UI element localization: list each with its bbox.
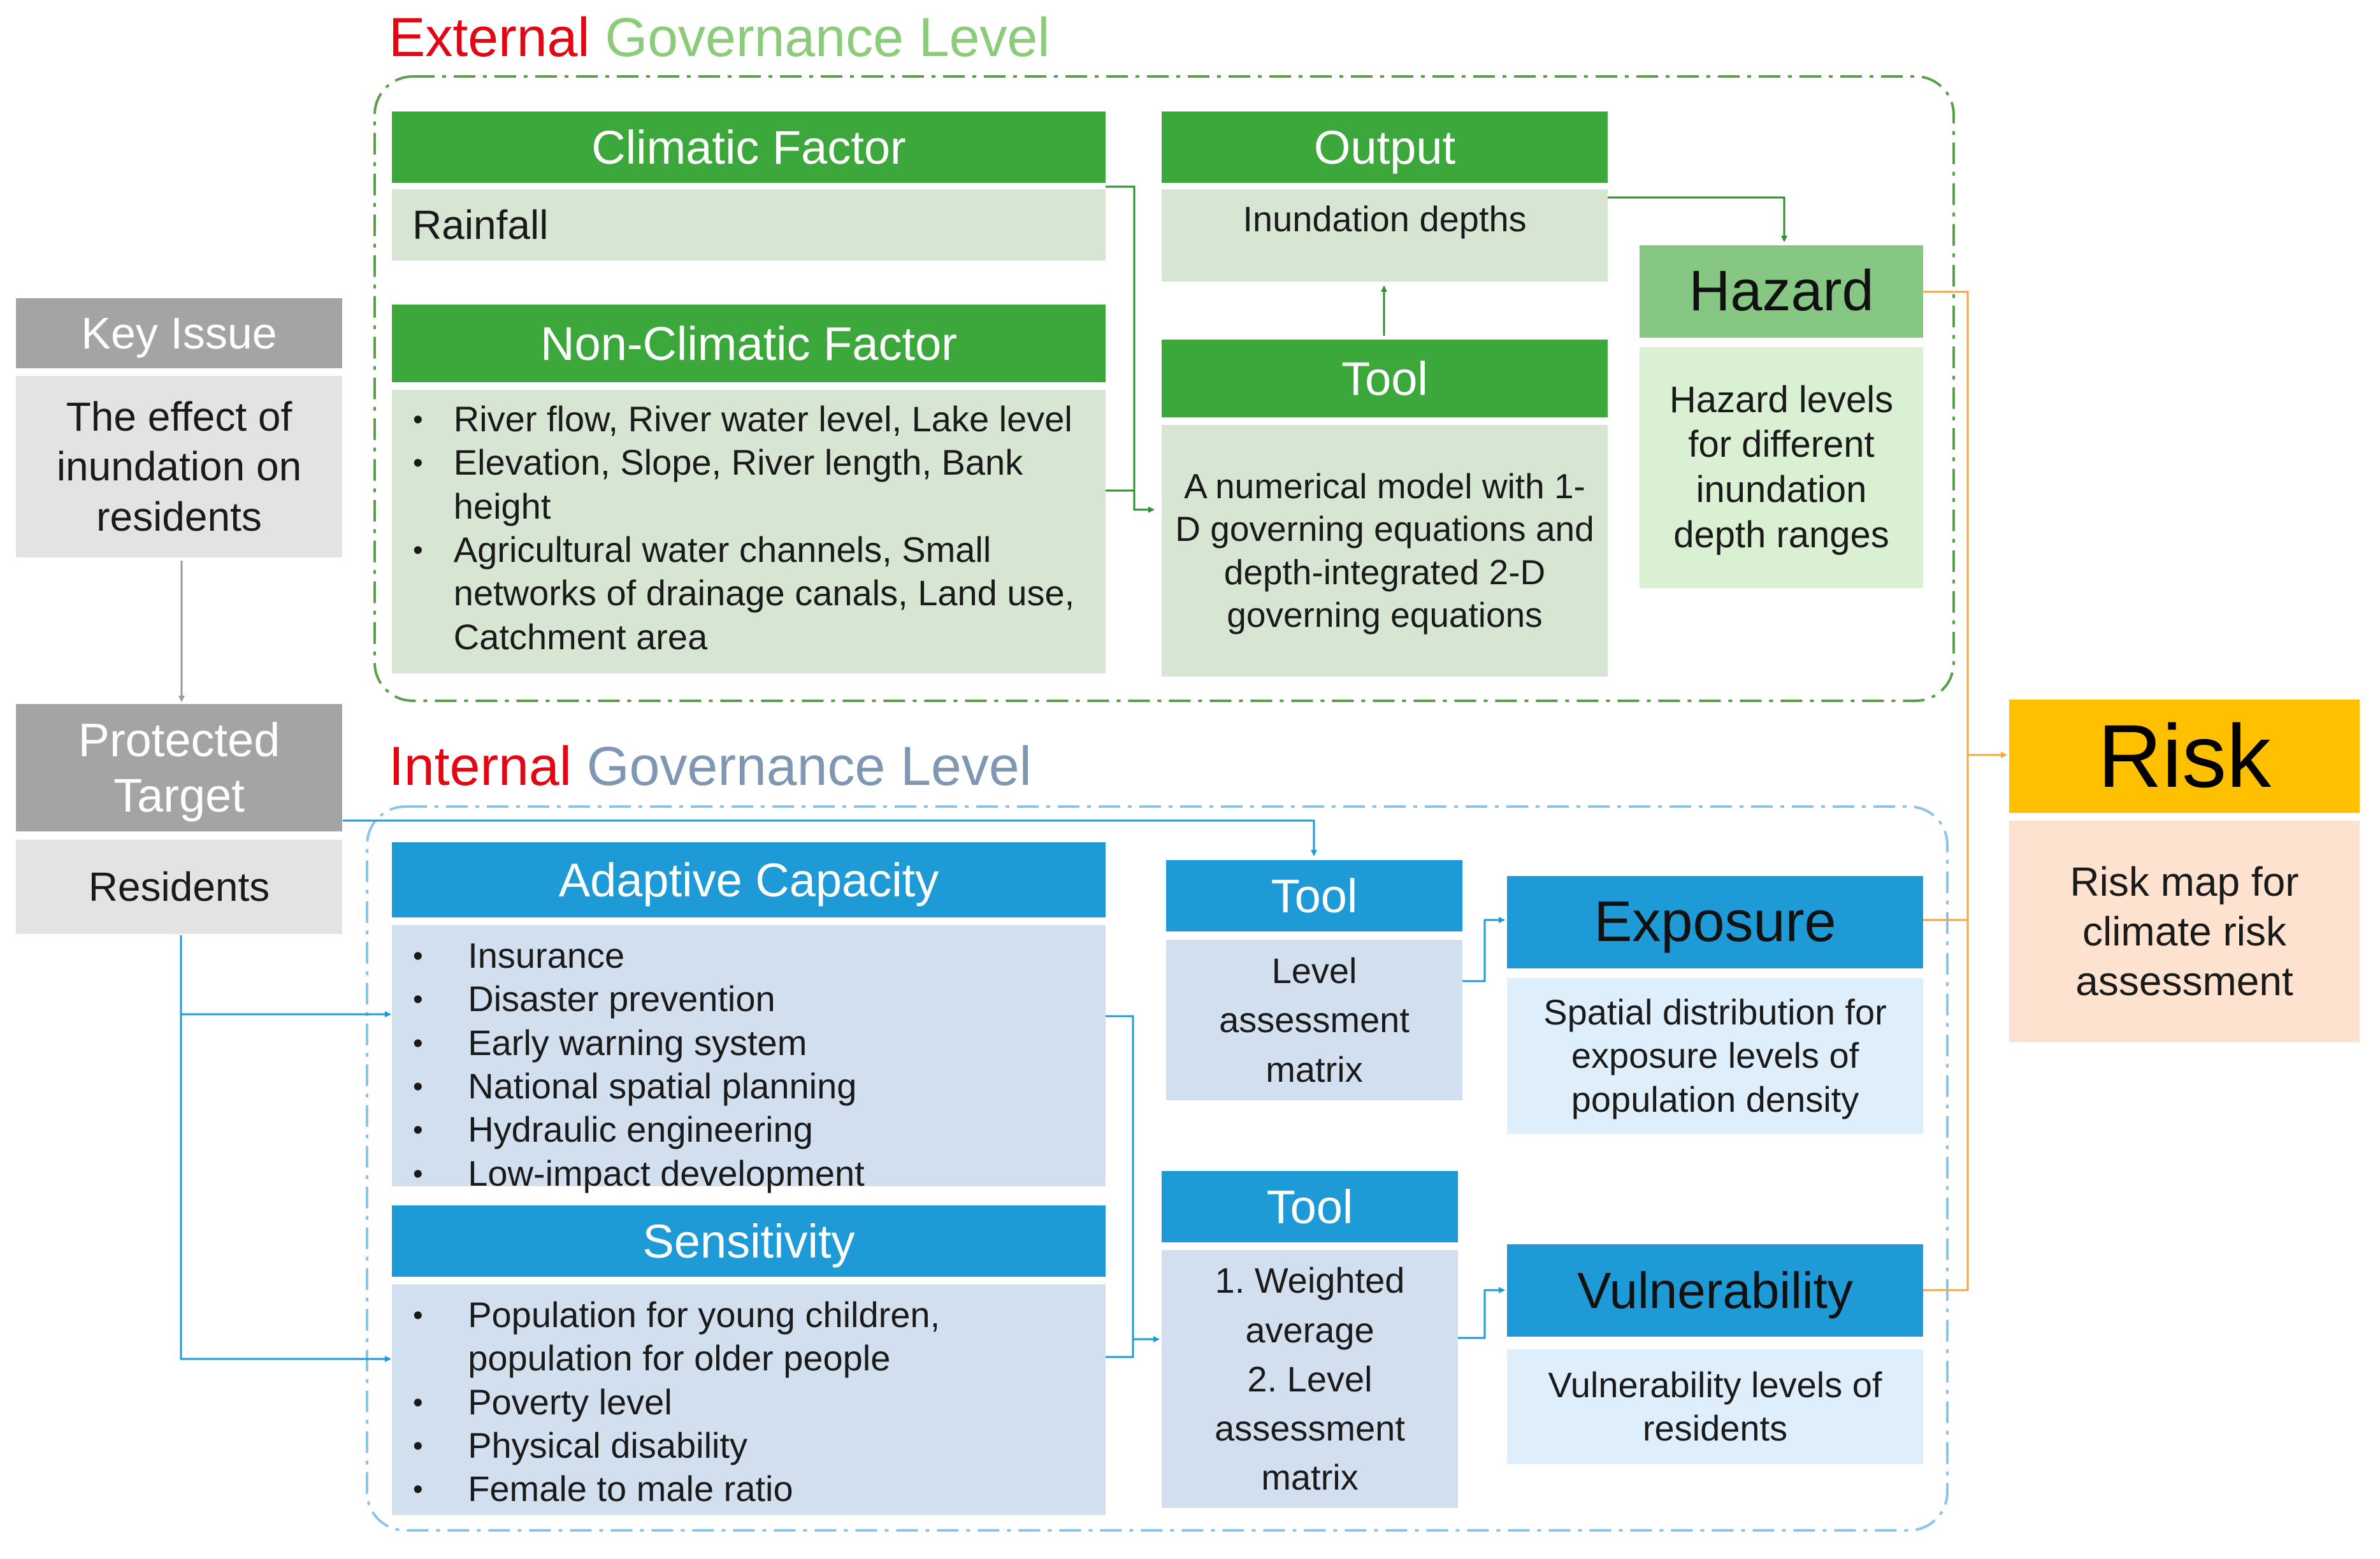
- risk-header: Risk: [2009, 700, 2360, 813]
- internal-governance-level: Governance Level: [586, 736, 1032, 797]
- internal-word: Internal: [389, 736, 572, 797]
- internal-governance-title: Internal Governance Level: [389, 739, 1032, 794]
- list-item: Elevation, Slope, River length, Bank hei…: [407, 441, 1086, 528]
- non-climatic-factor-body: River flow, River water level, Lake leve…: [392, 390, 1106, 673]
- internal-governance-frame: [366, 805, 1949, 1532]
- tool-exposure-text: Level assessment matrix: [1219, 951, 1410, 1089]
- key-issue-title: Key Issue: [81, 308, 277, 358]
- list-item: Hydraulic engineering: [407, 1108, 1086, 1153]
- arrow-to-risk: [1923, 291, 1969, 1291]
- list-item: Agricultural water channels, Small netwo…: [407, 528, 1086, 659]
- non-climatic-factor-list: River flow, River water level, Lake leve…: [407, 398, 1086, 659]
- output-body: Inundation depths: [1162, 189, 1608, 282]
- protected-target-header: Protected Target: [16, 704, 342, 831]
- non-climatic-factor-header: Non-Climatic Factor: [392, 305, 1106, 382]
- protected-target-text: Residents: [88, 863, 270, 910]
- climatic-factor-title: Climatic Factor: [591, 120, 906, 174]
- tool-exposure-body: Level assessment matrix: [1166, 940, 1462, 1100]
- tool-vulnerability-header: Tool: [1162, 1171, 1458, 1242]
- tool-vulnerability-step-2: 2. Level assessment matrix: [1215, 1358, 1405, 1498]
- sensitivity-header: Sensitivity: [392, 1205, 1106, 1277]
- list-item: Early warning system: [407, 1021, 1086, 1066]
- list-item: Disaster prevention: [407, 977, 1086, 1022]
- external-governance-title: External Governance Level: [389, 10, 1049, 65]
- risk-title: Risk: [2097, 706, 2272, 806]
- sensitivity-title: Sensitivity: [642, 1214, 855, 1268]
- list-item: Insurance: [407, 934, 1086, 979]
- list-item: Physical disability: [407, 1424, 1086, 1469]
- exposure-title: Exposure: [1594, 890, 1836, 954]
- protected-target-title: Protected Target: [78, 713, 280, 822]
- arrow-output-to-hazard: [1607, 196, 1787, 242]
- climatic-factor-body: Rainfall: [392, 189, 1106, 261]
- output-text: Inundation depths: [1243, 199, 1527, 239]
- arrow-ac-sens-to-tool: [1106, 1015, 1134, 1358]
- risk-text: Risk map for climate risk assessment: [2070, 858, 2299, 1005]
- list-item: Population for young children, populatio…: [407, 1293, 1086, 1381]
- vulnerability-header: Vulnerability: [1507, 1244, 1923, 1337]
- key-issue-header: Key Issue: [16, 298, 342, 368]
- tool-exposure-header: Tool: [1166, 860, 1462, 931]
- tool-external-header: Tool: [1162, 340, 1608, 417]
- climatic-factor-header: Climatic Factor: [392, 111, 1106, 183]
- adaptive-capacity-body: Insurance Disaster prevention Early warn…: [392, 925, 1106, 1196]
- exposure-text: Spatial distribution for exposure levels…: [1543, 992, 1887, 1119]
- external-word: External: [389, 7, 590, 68]
- hazard-text: Hazard levels for different inundation d…: [1669, 378, 1894, 556]
- exposure-header: Exposure: [1507, 876, 1923, 968]
- vulnerability-body: Vulnerability levels of residents: [1507, 1349, 1923, 1464]
- arrow-factors-to-tool: [1106, 185, 1155, 513]
- key-issue-text: The effect of inundation on residents: [56, 394, 302, 540]
- non-climatic-factor-title: Non-Climatic Factor: [540, 317, 957, 370]
- exposure-body: Spatial distribution for exposure levels…: [1507, 978, 1923, 1134]
- list-item: Poverty level: [407, 1381, 1086, 1425]
- tool-external-body: A numerical model with 1-D governing equ…: [1162, 425, 1608, 677]
- tool-vulnerability-title: Tool: [1266, 1180, 1353, 1233]
- list-item: Female to male ratio: [407, 1467, 1086, 1512]
- tool-external-title: Tool: [1341, 352, 1428, 405]
- hazard-body: Hazard levels for different inundation d…: [1640, 347, 1923, 588]
- list-item: National spatial planning: [407, 1065, 1086, 1109]
- protected-target-body: Residents: [16, 840, 342, 934]
- key-issue-body: The effect of inundation on residents: [16, 376, 342, 557]
- arrow-target-to-exposure-tool: [343, 819, 1317, 856]
- arrow-tool-to-vulnerability: [1458, 1287, 1505, 1339]
- external-governance-level: Governance Level: [605, 7, 1050, 68]
- sensitivity-list: Population for young children, populatio…: [407, 1293, 1086, 1512]
- sensitivity-body: Population for young children, populatio…: [392, 1284, 1106, 1515]
- list-item: River flow, River water level, Lake leve…: [407, 398, 1086, 442]
- arrow-tool-to-exposure: [1462, 917, 1505, 982]
- tool-vulnerability-body: 1. Weighted average 2. Level assessment …: [1162, 1250, 1458, 1508]
- external-governance-frame: [373, 75, 1955, 702]
- vulnerability-title: Vulnerability: [1577, 1261, 1853, 1319]
- adaptive-capacity-header: Adaptive Capacity: [392, 842, 1106, 917]
- climatic-factor-text: Rainfall: [412, 202, 549, 248]
- tool-exposure-title: Tool: [1271, 869, 1358, 923]
- list-item: Low-impact development: [407, 1152, 1086, 1196]
- tool-external-text: A numerical model with 1-D governing equ…: [1175, 466, 1594, 635]
- arrow-target-to-sensitivity: [180, 935, 391, 1362]
- adaptive-capacity-list: Insurance Disaster prevention Early warn…: [407, 934, 1086, 1196]
- hazard-title: Hazard: [1689, 259, 1874, 323]
- risk-body: Risk map for climate risk assessment: [2009, 821, 2360, 1042]
- tool-vulnerability-step-1: 1. Weighted average: [1215, 1260, 1405, 1350]
- output-title: Output: [1313, 120, 1456, 174]
- vulnerability-text: Vulnerability levels of residents: [1548, 1364, 1882, 1448]
- hazard-header: Hazard: [1640, 245, 1923, 338]
- output-header: Output: [1162, 111, 1608, 183]
- adaptive-capacity-title: Adaptive Capacity: [558, 853, 939, 907]
